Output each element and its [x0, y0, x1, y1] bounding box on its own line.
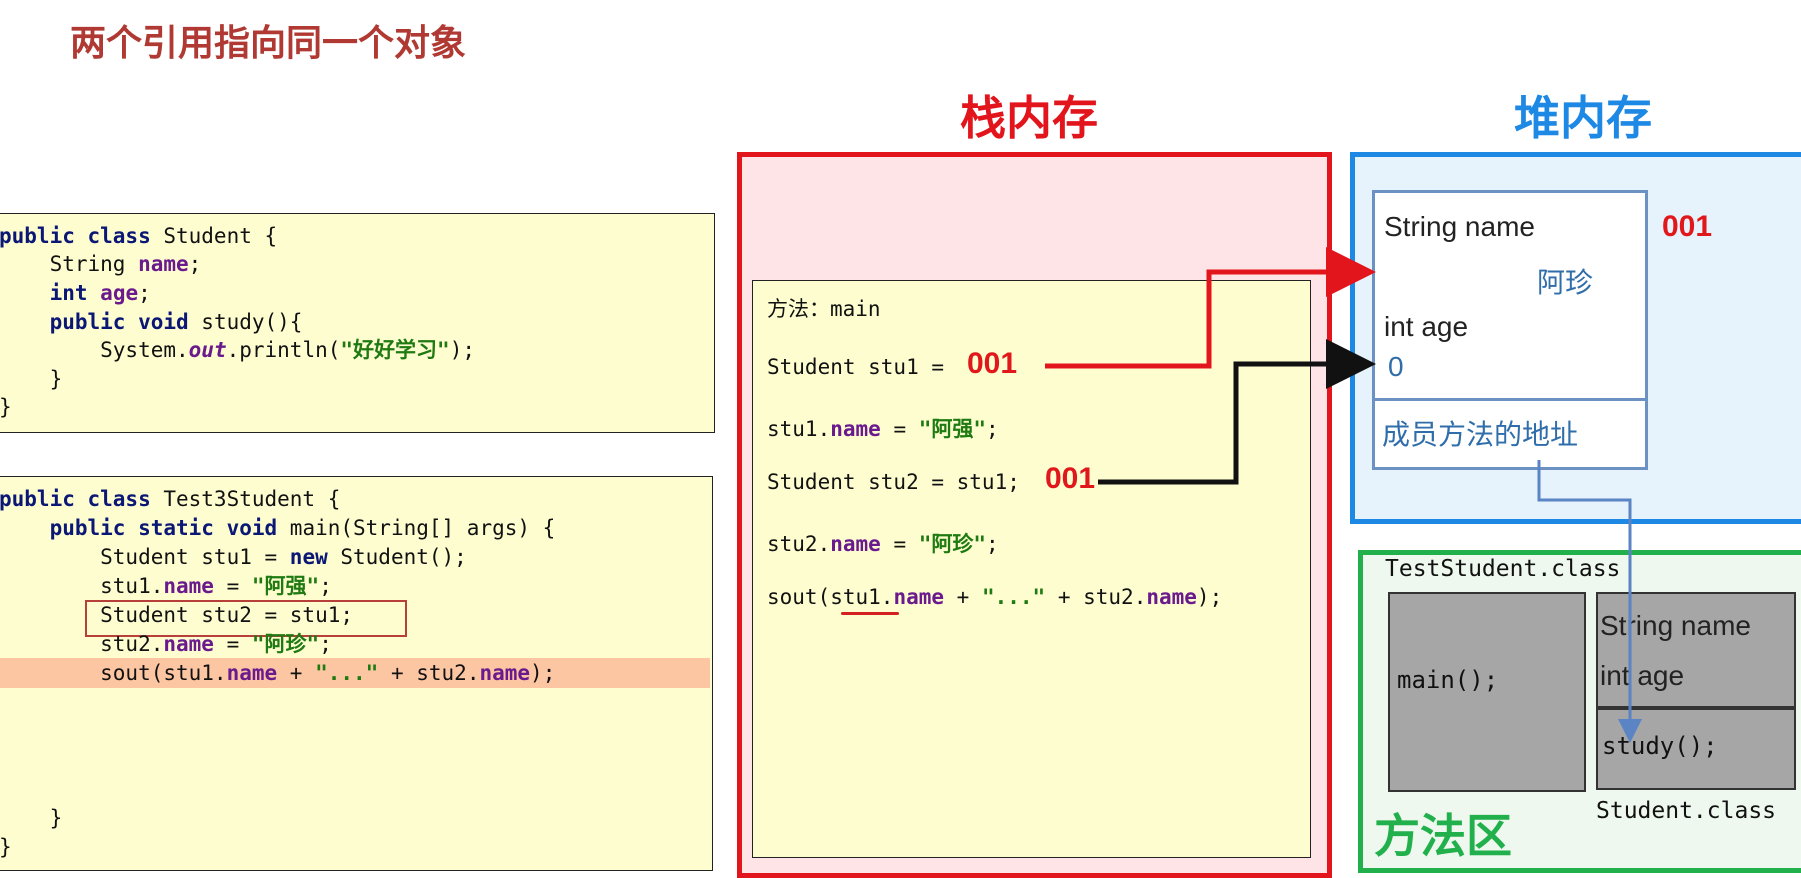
code-line: } — [0, 806, 63, 830]
stu1-underline — [841, 612, 899, 615]
code-line: stu2.name = "阿珍"; — [0, 632, 332, 656]
stu2-reference-arrow — [1098, 339, 1376, 485]
method-label: 方法：main — [767, 297, 881, 321]
stu2-address: 001 — [1045, 462, 1096, 495]
code-line: String name; — [0, 252, 202, 276]
student-object: String name 阿珍 int age 0 — [1372, 190, 1648, 402]
code-line: sout(stu1.name + "..." + stu2.name); — [0, 661, 556, 685]
student-class-code: public class Student { String name; int … — [0, 213, 715, 433]
heap-title: 堆内存 — [1514, 91, 1652, 145]
stu1-reference-arrow — [1045, 247, 1376, 369]
stack-title: 栈内存 — [960, 91, 1098, 145]
stack-line-stu2: Student stu2 = stu1; — [767, 470, 1033, 494]
test-class-code: public class Test3Student { public stati… — [0, 476, 713, 871]
member-method-label: 成员方法的地址 — [1382, 419, 1579, 450]
current-line-highlight — [0, 658, 710, 688]
stack-line-sout: sout(stu1.name + "..." + stu2.name); — [767, 585, 1223, 609]
stack-line-stu2-name: stu2.name = "阿珍"; — [767, 532, 999, 556]
test-class-label: TestStudent.class — [1385, 556, 1621, 582]
student-field-name: String name — [1600, 610, 1751, 641]
method-address-arrow — [1537, 460, 1642, 743]
object-address: 001 — [1662, 210, 1713, 243]
code-line: } — [0, 835, 12, 859]
code-line: } — [0, 367, 63, 391]
field-name-label: String name — [1384, 211, 1535, 242]
stu1-address: 001 — [967, 347, 1018, 380]
main-method-label: main(); — [1397, 666, 1499, 694]
code-line: public static void main(String[] args) { — [0, 516, 556, 540]
stack-line-stu1-name: stu1.name = "阿强"; — [767, 417, 999, 441]
code-line: } — [0, 395, 12, 419]
student-class-label: Student.class — [1596, 798, 1777, 824]
study-method-box: study(); — [1596, 708, 1796, 790]
member-method-address: 成员方法的地址 — [1372, 398, 1648, 470]
code-line: public class Student { — [0, 224, 278, 248]
code-line: Student stu2 = stu1; — [0, 603, 354, 627]
code-line: public class Test3Student { — [0, 487, 341, 511]
code-line: System.out.println("好好学习"); — [0, 338, 475, 362]
student-field-age: int age — [1600, 660, 1685, 691]
field-age-label: int age — [1384, 311, 1469, 342]
main-stack-frame: 方法：main Student stu1 = 001 stu1.name = "… — [752, 280, 1311, 858]
code-line: stu1.name = "阿强"; — [0, 574, 332, 598]
name-value: 阿珍 — [1537, 267, 1594, 298]
stack-line-stu1: Student stu1 = — [767, 355, 957, 379]
method-area-title: 方法区 — [1374, 809, 1512, 863]
code-line: int age; — [0, 281, 151, 305]
code-line: Student stu1 = new Student(); — [0, 545, 467, 569]
code-line: public void study(){ — [0, 310, 303, 334]
highlight-box — [85, 600, 407, 637]
page-title: 两个引用指向同一个对象 — [70, 23, 467, 64]
age-value: 0 — [1388, 351, 1404, 382]
main-method-box: main(); — [1388, 592, 1586, 792]
